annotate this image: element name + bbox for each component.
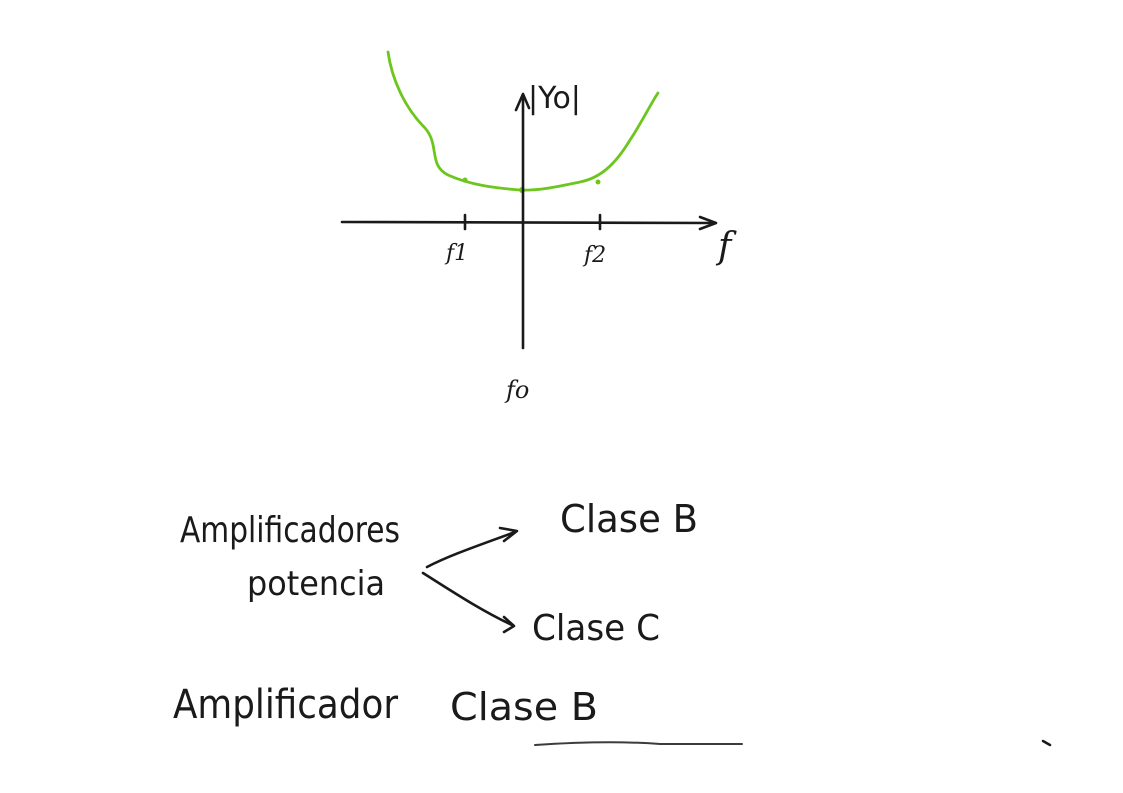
y-axis-arrowhead <box>514 92 531 112</box>
note-clase-c: Clase C <box>532 608 660 649</box>
branch-arrow-up <box>425 530 517 569</box>
response-curve <box>386 50 660 192</box>
center-frequency-label: fo <box>504 376 529 404</box>
x-axis-arrowhead <box>698 215 718 231</box>
branch-arrow-down-head <box>502 615 516 634</box>
curve-dot-f1 <box>462 177 468 183</box>
x-axis <box>340 220 717 225</box>
y-axis-label: |Yo| <box>528 81 581 116</box>
note-clase-b: Clase B <box>560 497 698 541</box>
branch-arrow-down <box>421 571 514 627</box>
underline-stroke <box>534 741 743 746</box>
x-axis-label: f <box>715 226 737 267</box>
stray-mark <box>1041 739 1052 747</box>
tick-f1-label: f1 <box>444 241 468 266</box>
note-amplificador: Amplificador <box>173 682 398 728</box>
branch-arrow-up-head <box>498 526 519 543</box>
note-potencia: potencia <box>247 564 385 604</box>
note-amplificadores: Amplificadores <box>180 510 400 551</box>
tick-f2-label: f2 <box>582 243 606 268</box>
curve-dot-f2 <box>595 179 601 185</box>
note-clase-b-heading: Clase B <box>450 685 598 729</box>
